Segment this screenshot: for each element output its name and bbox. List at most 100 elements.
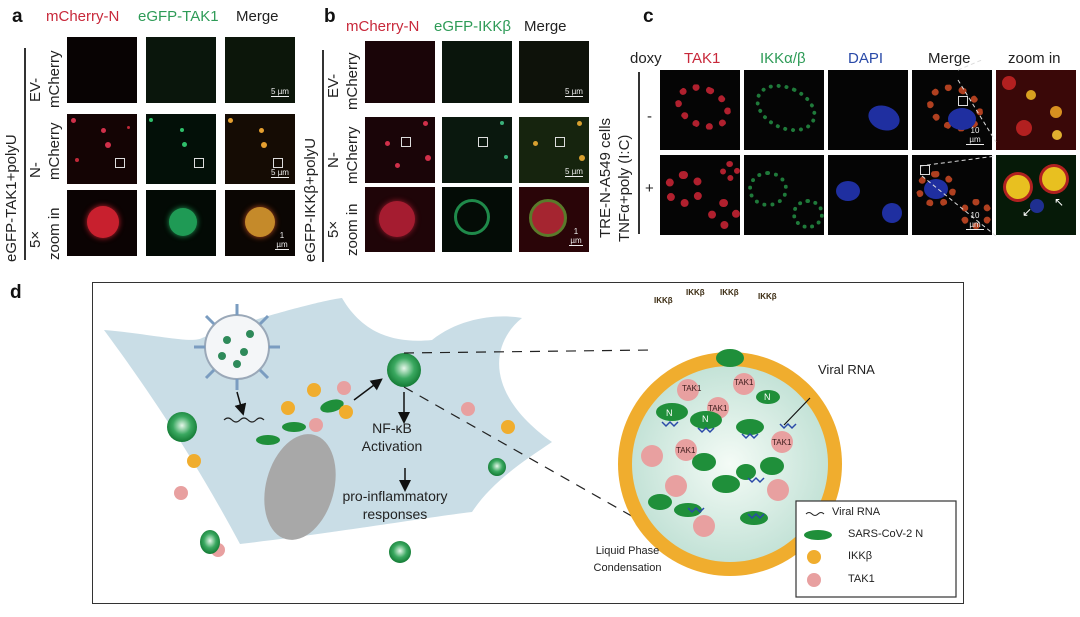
panel-a-row3-line1: 5× <box>27 230 44 248</box>
panel-b-col-merge: Merge <box>524 18 567 35</box>
panel-b-col-mcherry-n: mCherry-N <box>346 18 420 35</box>
tak1-label: TAK1 <box>772 438 792 447</box>
panel-b-label: b <box>324 6 336 27</box>
orange-circle-icon <box>807 550 821 564</box>
zoom-guide-lines <box>919 60 997 237</box>
panel-c-condition-line2: TNFα+poly (I:C) <box>616 134 633 242</box>
panel-b-zoom-egfp-image <box>442 187 512 252</box>
panel-c-condition-line1: TRE-N-A549 cells <box>597 117 614 238</box>
nfkb-text: NF-κB <box>372 420 412 436</box>
panel-b-n-egfp-image <box>442 117 512 183</box>
tak1-label: TAK1 <box>734 378 754 387</box>
legend-sars-cov-2-n: SARS-CoV-2 N <box>848 528 924 540</box>
panel-c-bracket <box>638 72 640 234</box>
legend-viral-rna: Viral RNA <box>832 506 881 518</box>
scale-bar: 10 µm <box>966 211 984 231</box>
condensate-caption-1: Liquid Phase <box>595 545 660 557</box>
tak1-label: TAK1 <box>708 404 728 413</box>
panel-a-zoom-merge-image: 1 µm <box>225 190 295 256</box>
panel-a-ev-egfp-image <box>146 37 216 103</box>
panel-a-row1-line2: mCherry <box>46 50 63 108</box>
ikkb-ring-label: IKKβ <box>720 288 739 297</box>
panel-c-minus-ikk-image <box>744 70 824 150</box>
panel-c-col-ikk: IKKα/β <box>760 50 806 67</box>
activation-text: Activation <box>361 438 423 454</box>
panel-b-row2-line2: mCherry <box>344 126 361 184</box>
nucleus <box>264 434 336 540</box>
panel-c-row-minus: - <box>647 108 652 125</box>
panel-c-label: c <box>643 6 654 27</box>
panel-b-row2-line1: N- <box>325 152 342 168</box>
virus-icon <box>194 304 280 390</box>
panel-b-row1-line2: mCherry <box>344 52 361 110</box>
panel-b-row3-line2: zoom in <box>344 203 361 256</box>
wavy-line-icon <box>805 512 825 516</box>
panel-b-ev-egfp-image <box>442 41 512 103</box>
panel-c-plus-tak1-image <box>660 155 740 235</box>
panel-d-label: d <box>10 282 22 303</box>
panel-b-bracket <box>322 50 324 262</box>
n-protein-label: N <box>702 414 709 424</box>
panel-c-col-dapi: DAPI <box>848 50 884 67</box>
panel-d-frame <box>92 282 964 604</box>
condensate-caption-2: Condensation <box>593 562 662 574</box>
scale-bar: 5 µm <box>565 86 583 96</box>
legend-box <box>795 500 957 598</box>
tak1-label: TAK1 <box>676 446 696 455</box>
ikkb-ring-label: IKKβ <box>758 292 777 301</box>
panel-c-col-tak1: TAK1 <box>684 50 721 67</box>
scale-bar: 10 µm <box>966 126 984 146</box>
viral-rna-callout: Viral RNA <box>818 362 875 377</box>
panel-c-row-header-doxy: doxy <box>630 50 662 67</box>
pro-inflammatory-text: pro-inflammatory <box>342 488 448 504</box>
panel-b-condition: eGFP-IKKβ+polyU <box>302 137 319 262</box>
panel-b-zoom-mcherry-image <box>365 187 435 252</box>
condensate-droplet <box>618 349 842 576</box>
panel-a-row3-line2: zoom in <box>46 207 63 260</box>
responses-text: responses <box>362 506 428 522</box>
panel-a-ev-merge-image: 5 µm <box>225 37 295 103</box>
panel-a-row1-line1: EV- <box>27 77 44 102</box>
panel-a-row2-line1: N- <box>27 162 44 178</box>
panel-a-condition: eGFP-TAK1+polyU <box>3 134 20 262</box>
arrow-icon: ↙ <box>1022 205 1033 219</box>
panel-a-zoom-egfp-image <box>146 190 216 256</box>
panel-c-plus-dapi-image <box>828 155 908 235</box>
scale-bar: 1 µm <box>570 226 582 245</box>
panel-c-minus-zoom-image <box>996 70 1076 150</box>
panel-b-ev-merge-image: 5 µm <box>519 41 589 103</box>
panel-a-col-mcherry-n: mCherry-N <box>46 8 120 25</box>
tak1-label: TAK1 <box>682 384 702 393</box>
panel-b-n-merge-image: 5 µm <box>519 117 589 183</box>
scale-bar: 1 µm <box>276 230 288 249</box>
arrow-icon: ↖ <box>1054 195 1065 209</box>
panel-a-row2-line2: mCherry <box>46 122 63 180</box>
panel-a-col-merge: Merge <box>236 8 279 25</box>
panel-a-bracket <box>24 48 26 260</box>
legend-ikkb: IKKβ <box>848 550 873 562</box>
panel-c-minus-dapi-image <box>828 70 908 150</box>
panel-c-row-plus: + <box>645 180 654 197</box>
panel-c-minus-tak1-image <box>660 70 740 150</box>
panel-b-row3-line1: 5× <box>325 220 342 238</box>
panel-c-plus-zoom-image: ↙ ↖ <box>996 155 1076 235</box>
scale-bar: 5 µm <box>565 166 583 176</box>
panel-a-ev-mcherry-image <box>67 37 137 103</box>
panel-b-row1-line1: EV- <box>325 73 342 98</box>
ikkb-ring-label: IKKβ <box>654 296 673 305</box>
n-protein-label: N <box>764 392 771 402</box>
panel-c-plus-ikk-image <box>744 155 824 235</box>
green-ellipse-icon <box>804 530 832 540</box>
cell-diagram <box>104 298 957 598</box>
viral-rna-strand <box>223 417 265 423</box>
scale-bar: 5 µm <box>271 86 289 96</box>
panel-c-col-merge: Merge <box>928 50 971 67</box>
panel-a-n-merge-image: 5 µm <box>225 114 295 184</box>
panel-c-col-zoom-in: zoom in <box>1008 50 1061 67</box>
pink-circle-icon <box>807 573 821 587</box>
panel-a-zoom-mcherry-image <box>67 190 137 256</box>
panel-b-col-egfp-ikkb: eGFP-IKKβ <box>434 18 511 35</box>
panel-a-col-egfp-tak1: eGFP-TAK1 <box>138 8 219 25</box>
scale-bar: 5 µm <box>271 167 289 177</box>
ikkb-ring-label: IKKβ <box>686 288 705 297</box>
